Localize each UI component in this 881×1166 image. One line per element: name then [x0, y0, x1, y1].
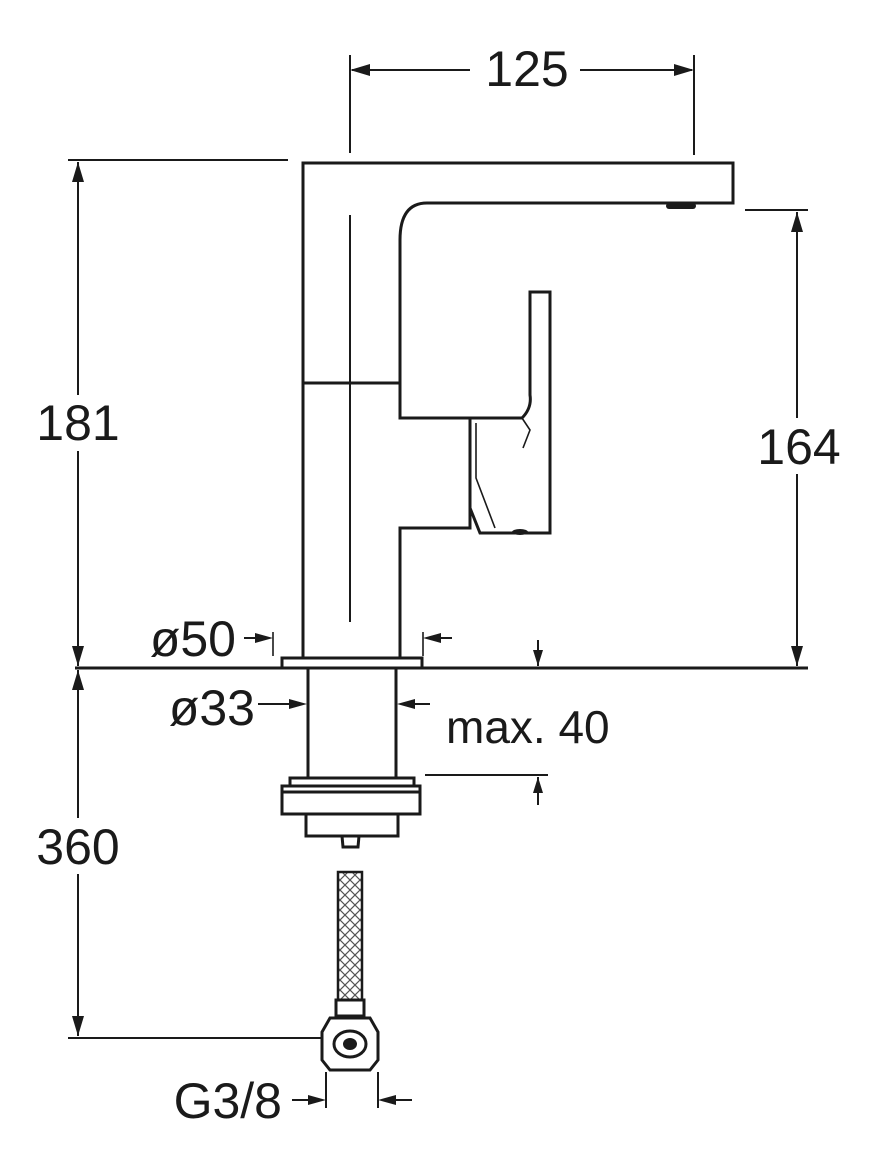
dim-base-diameter: ø50: [150, 611, 452, 667]
dim-label-spout-reach: 125: [485, 41, 568, 97]
faucet-body: [301, 161, 735, 660]
dim-label-base-diameter: ø50: [150, 611, 236, 667]
dim-label-hose-length: 360: [36, 819, 119, 875]
dim-label-total-height: 181: [36, 395, 119, 451]
lock-nut: [280, 776, 422, 849]
dim-label-spout-height: 164: [757, 419, 840, 475]
dim-spout-height: 164: [745, 209, 848, 666]
dim-label-shank-diameter: ø33: [169, 680, 255, 736]
lever-handle: [468, 290, 552, 535]
shank: [306, 666, 398, 780]
dim-spout-reach: 125: [349, 41, 695, 155]
dim-connection-thread: G3/8: [174, 1072, 412, 1129]
dim-max-deck-thickness: max. 40: [425, 640, 610, 805]
dim-label-connection-thread: G3/8: [174, 1073, 282, 1129]
dim-shank-diameter: ø33: [169, 680, 430, 736]
dim-hose-length: 360: [30, 670, 322, 1039]
flexible-hose: [320, 870, 380, 1072]
dim-total-height: 181: [30, 159, 288, 666]
dim-label-max-deck-thickness: max. 40: [446, 701, 610, 753]
